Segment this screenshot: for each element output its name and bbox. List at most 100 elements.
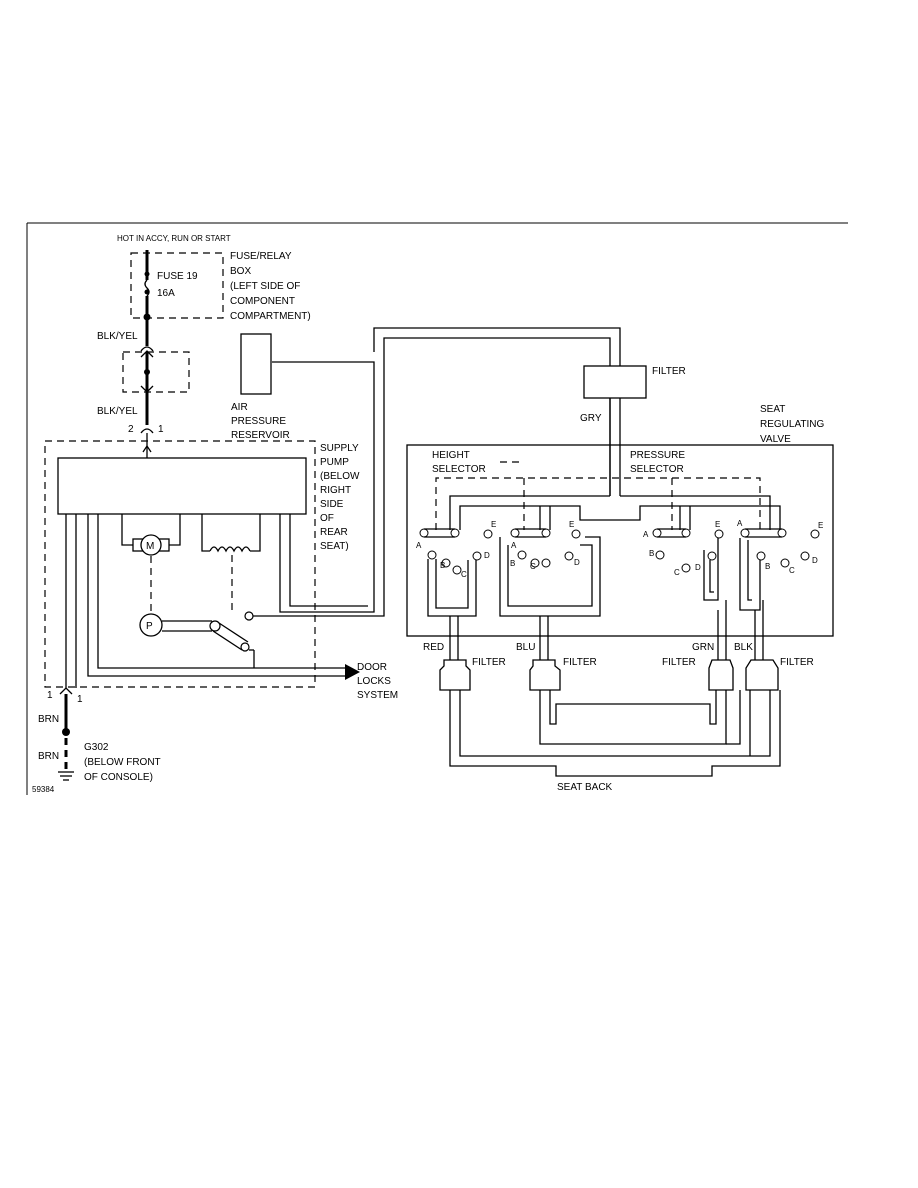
port-d-1: D — [484, 551, 490, 560]
wire-red: RED — [423, 642, 444, 653]
valve-label: SEAT REGULATING VALVE — [760, 404, 824, 445]
port-c-1: C — [461, 570, 467, 579]
connector-pin-2: 2 — [128, 424, 134, 435]
reservoir-line-2: PRESSURE — [231, 416, 286, 427]
port-c-3: C — [674, 568, 680, 577]
power-source-label: HOT IN ACCY, RUN OR START — [117, 234, 231, 243]
connector-icon-upper — [140, 346, 154, 352]
door-locks-line-2: LOCKS — [357, 676, 391, 687]
fuse-relay-box: FUSE 19 16A FUSE/RELAY BOX (LEFT SIDE OF… — [130, 250, 311, 346]
ground-line-2: (BELOW FRONT — [84, 757, 161, 768]
port-a-4: A — [737, 519, 743, 528]
ground-line-1: G302 — [84, 742, 109, 753]
port-d-4: D — [812, 556, 818, 565]
reservoir-line-3: RESERVOIR — [231, 430, 290, 441]
supply-pump-label: SUPPLY PUMP (BELOW RIGHT SIDE OF REAR SE… — [320, 443, 360, 552]
port-b-2: B — [510, 559, 515, 568]
pump-control-module — [57, 457, 307, 515]
ground-label: G302 (BELOW FRONT OF CONSOLE) — [84, 742, 161, 783]
wire-gry: GRY — [580, 413, 602, 424]
pump-symbol: P — [146, 621, 153, 632]
wire-brn-top: BRN — [38, 714, 59, 725]
port-a-3: A — [643, 530, 649, 539]
pump-line-3: (BELOW — [320, 471, 360, 482]
pump-line-2: PUMP — [320, 457, 349, 468]
port-e-4: E — [818, 521, 823, 530]
wire-blk-yel-top: BLK/YEL — [97, 331, 138, 342]
wire-blk: BLK — [734, 642, 753, 653]
fuse-rating: 16A — [157, 288, 175, 299]
wire-brn-bottom: BRN — [38, 751, 59, 762]
filter-grn-icon — [708, 659, 734, 691]
port-b-3: B — [649, 549, 654, 558]
connector-icon-pump — [140, 428, 154, 434]
pressure-selector-ports-right: A E B C D — [737, 519, 823, 575]
valve-line-1: SEAT — [760, 404, 785, 415]
inline-connector-box — [122, 351, 190, 393]
ground-connector-icon — [59, 687, 73, 695]
fuse-box-line-4: COMPONENT — [230, 296, 295, 307]
port-e-2: E — [569, 520, 574, 529]
air-reservoir-icon — [240, 333, 272, 395]
fuse-label: FUSE 19 — [157, 271, 198, 282]
pump-line-5: SIDE — [320, 499, 344, 510]
filter-blu-label: FILTER — [563, 657, 597, 668]
motor-icon: M — [121, 514, 181, 556]
connector-pin-1: 1 — [158, 424, 164, 435]
fuse-box-line-2: BOX — [230, 266, 251, 277]
filter-blk-label: FILTER — [780, 657, 814, 668]
main-filter-label: FILTER — [652, 366, 686, 377]
filter-red-icon — [439, 659, 471, 691]
filter-red-label: FILTER — [472, 657, 506, 668]
ground-pin-1-right: 1 — [77, 694, 83, 705]
valve-line-3: VALVE — [760, 434, 791, 445]
wire-blk-yel-bottom: BLK/YEL — [97, 406, 138, 417]
seat-regulating-valve-box — [406, 444, 834, 637]
pressure-selector-line-2: SELECTOR — [630, 464, 684, 475]
supply-pump-outline — [44, 440, 316, 688]
port-e-1: E — [491, 520, 496, 529]
filter-blk-icon — [745, 659, 779, 691]
filter-grn-label: FILTER — [662, 657, 696, 668]
height-selector-ports-right: A E B C D — [510, 520, 581, 571]
port-d-2: D — [574, 558, 580, 567]
port-a-1: A — [416, 541, 422, 550]
solenoid-coil-icon — [201, 514, 261, 553]
pump-line-1: SUPPLY — [320, 443, 359, 454]
fuse-box-line-1: FUSE/RELAY — [230, 251, 292, 262]
wire-grn: GRN — [692, 642, 714, 653]
door-locks-arrow-icon — [345, 664, 360, 680]
height-selector-line-2: SELECTOR — [432, 464, 486, 475]
door-locks-line-1: DOOR — [357, 662, 387, 673]
seat-back-label: SEAT BACK — [557, 782, 613, 793]
filter-blu-icon — [529, 659, 561, 691]
pump-icon: P — [139, 613, 250, 652]
pump-line-6: OF — [320, 513, 334, 524]
valve-line-2: REGULATING — [760, 419, 824, 430]
ground-icon — [58, 771, 74, 781]
ground-line-3: OF CONSOLE) — [84, 772, 153, 783]
pressure-selector-ports-left: A E B C D — [643, 520, 724, 577]
ground-pin-1-left: 1 — [47, 690, 53, 701]
height-selector-line-1: HEIGHT — [432, 450, 470, 461]
reservoir-line-1: AIR — [231, 402, 248, 413]
port-a-2: A — [511, 541, 517, 550]
pump-line-4: RIGHT — [320, 485, 351, 496]
port-b-1: B — [440, 561, 445, 570]
port-c-4: C — [789, 566, 795, 575]
pump-line-7: REAR — [320, 527, 348, 538]
port-d-3: D — [695, 563, 701, 572]
door-locks-label: DOOR LOCKS SYSTEM — [357, 662, 398, 701]
port-c-2: C — [530, 562, 536, 571]
motor-symbol: M — [146, 541, 154, 552]
port-e-3: E — [715, 520, 720, 529]
wire-blu: BLU — [516, 642, 535, 653]
main-filter-icon — [583, 365, 647, 399]
height-selector-ports-left: A E B C D — [416, 520, 496, 579]
door-locks-line-3: SYSTEM — [357, 690, 398, 701]
fuse-box-line-5: COMPARTMENT) — [230, 311, 311, 322]
pump-line-8: SEAT) — [320, 541, 349, 552]
port-b-4: B — [765, 562, 770, 571]
fuse-box-line-3: (LEFT SIDE OF — [230, 281, 300, 292]
